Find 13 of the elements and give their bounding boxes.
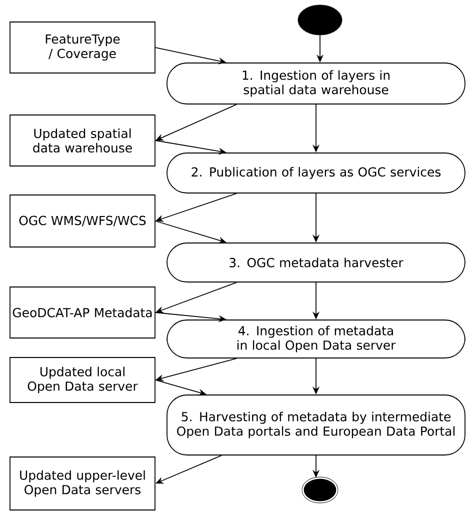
activity-box: 5. Harvesting of metadata by intermediate Open Data portals and European Data Portal	[166, 394, 466, 456]
data-box: OGC WMS/WFS/WCS	[10, 194, 156, 248]
data-box: Updated spatial data warehouse	[10, 114, 156, 166]
data-box: FeatureType / Coverage	[10, 22, 156, 74]
data-box: Updated upper-level Open Data servers	[10, 456, 156, 510]
activity-box: 3. OGC metadata harvester	[166, 242, 466, 282]
start-node	[298, 4, 342, 36]
end-node	[302, 476, 338, 504]
activity-box: 2. Publication of layers as OGC services	[166, 152, 466, 194]
activity-box: 4. Ingestion of metadata in local Open Data server	[166, 320, 466, 358]
activity-box: 1. Ingestion of layers in spatial data warehouse	[166, 62, 466, 104]
data-box: Updated local Open Data server	[10, 357, 156, 403]
data-box: GeoDCAT-AP Metadata	[10, 286, 156, 338]
